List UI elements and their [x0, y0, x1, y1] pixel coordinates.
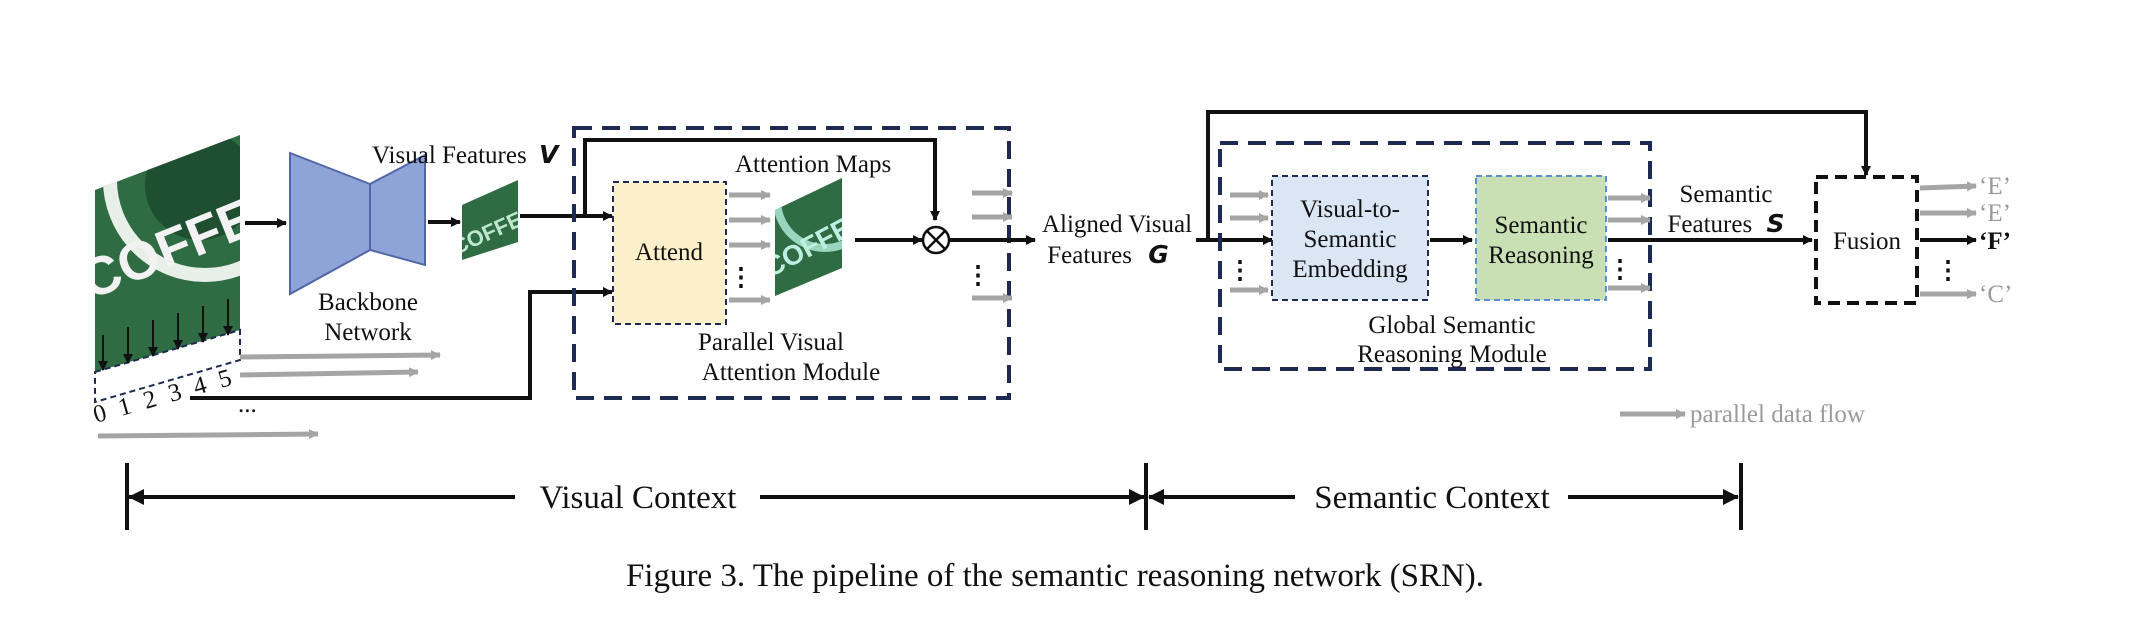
semantic-features: Semantic Features S — [1668, 181, 1785, 238]
gsrm-vdots-1: ⋮ — [1228, 257, 1253, 284]
svg-text:Features G: Features G — [1047, 240, 1168, 269]
output-1: ‘E’ — [1979, 200, 2011, 227]
output-0: ‘E’ — [1979, 173, 2011, 200]
output-3: ‘C’ — [1979, 281, 2012, 308]
backbone-network: Backbone Network — [289, 151, 426, 346]
fusion-block: Fusion — [1814, 175, 1919, 305]
sr-line1: Semantic — [1494, 212, 1587, 239]
aligned-symbol: G — [1148, 240, 1169, 269]
order-digit-5: 5 — [215, 364, 234, 393]
output-2: ‘F’ — [1979, 228, 2011, 255]
visual-context-label: Visual Context — [540, 480, 737, 516]
v2s-line2: Semantic — [1303, 226, 1396, 253]
attend-label: Attend — [635, 239, 704, 266]
semantic-context-label: Semantic Context — [1314, 480, 1550, 516]
svg-text:Visual Features V: Visual Features V — [372, 140, 560, 169]
visual-features: Visual Features V COFFEE — [372, 140, 560, 260]
pvam-vdots-2: ⋮ — [966, 262, 991, 289]
order-digit-0: 0 — [90, 399, 109, 428]
attend-block — [612, 181, 727, 325]
aligned-visual-features: Aligned Visual Features G — [1042, 211, 1192, 269]
attention-maps-label: Attention Maps — [735, 151, 891, 178]
semantic-features-symbol: S — [1766, 209, 1784, 238]
order-digit-3: 3 — [165, 378, 184, 407]
context-bars: Visual Context Semantic Context — [125, 463, 1743, 530]
svg-text:Features S: Features S — [1668, 209, 1785, 238]
semantic-features-line2: Features — [1668, 211, 1753, 238]
order-digit-2: 2 — [140, 385, 159, 414]
fusion-label: Fusion — [1833, 228, 1902, 255]
semantic-reasoning-block — [1475, 175, 1607, 301]
v2s-embedding-block — [1271, 175, 1429, 301]
gsrm-vdots-2: ⋮ — [1608, 256, 1633, 283]
v2s-line3: Embedding — [1292, 256, 1408, 283]
digit-parallel-arrows — [97, 350, 441, 440]
input-image: COFFEE 0 1 2 3 4 5 ... — [90, 135, 257, 429]
aligned-line2: Features — [1047, 242, 1132, 269]
aligned-line1: Aligned Visual — [1042, 211, 1192, 238]
sr-line2: Reasoning — [1488, 242, 1594, 269]
gsrm-module: ⋮ Visual-to- Semantic Embedding Semantic… — [1218, 141, 1652, 371]
gsrm-label-line1: Global Semantic — [1368, 312, 1535, 339]
v2s-line1: Visual-to- — [1300, 196, 1400, 223]
visual-features-symbol: V — [539, 140, 560, 169]
pvam-vdots-1: ⋮ — [729, 264, 754, 291]
visual-features-label: Visual Features — [372, 142, 527, 169]
semantic-features-line1: Semantic — [1679, 181, 1772, 208]
pvam-label-line1: Parallel Visual — [698, 329, 844, 356]
order-ellipsis: ... — [238, 391, 257, 418]
figure-caption: Figure 3. The pipeline of the semantic r… — [626, 558, 1484, 594]
pvam-module: Attention Maps Attend ⋮ COFFEE ⋮ Paralle… — [572, 126, 1036, 400]
legend: parallel data flow — [1620, 401, 1865, 428]
pvam-label-line2: Attention Module — [702, 359, 880, 386]
backbone-label-line1: Backbone — [318, 289, 418, 316]
backbone-label-line2: Network — [324, 319, 412, 346]
legend-parallel-flow: parallel data flow — [1690, 401, 1865, 428]
outputs: ‘E’ ‘E’ ‘F’ ⋮ ‘C’ — [1919, 173, 2012, 308]
order-digit-1: 1 — [115, 392, 134, 421]
fusion-vdots: ⋮ — [1936, 257, 1961, 284]
gsrm-label-line2: Reasoning Module — [1357, 341, 1547, 368]
